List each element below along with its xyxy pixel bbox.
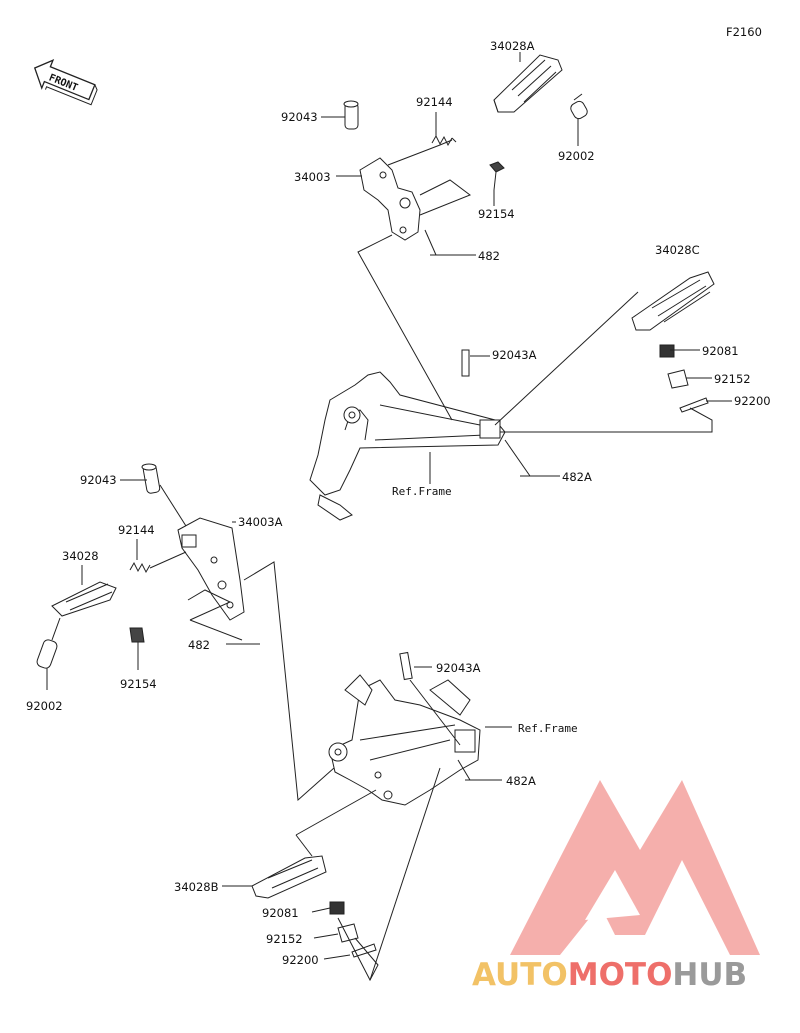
label-92200-top: 92200 [734,394,771,408]
spring-92081-bottom [329,901,345,915]
bracket-34003 [359,157,421,241]
pin-92043-top [343,100,359,130]
pin-92043-left [141,463,161,494]
cotter-92200-bottom [351,943,377,958]
pivot-92152-top [667,369,689,389]
watermark-auto: AUTO [472,957,568,993]
label-92081-bottom: 92081 [262,906,299,920]
watermark-logo-icon [510,780,760,955]
bolt-92154-top [489,161,505,191]
label-34028: 34028 [62,549,99,563]
footpeg-34028B [251,855,327,899]
footpeg-34028C [631,271,715,331]
label-92043-left: 92043 [80,473,117,487]
label-34003: 34003 [294,170,331,184]
label-92200-bottom: 92200 [282,953,319,967]
label-482-left: 482 [188,638,210,652]
label-refframe-top: Ref.Frame [392,485,452,498]
label-92002-top: 92002 [558,149,595,163]
bolt-92002-top [570,93,588,120]
watermark-text: AUTOMOTOHUB [472,957,747,993]
label-92152-bottom: 92152 [266,932,303,946]
label-92081-top: 92081 [702,344,739,358]
spring-92144-left [129,561,151,574]
label-92043A-bottom: 92043A [436,661,481,675]
front-arrow-icon: FRONT [33,59,98,106]
label-34028B: 34028B [174,880,219,894]
bracket-34003A [177,517,245,621]
label-92154-top: 92154 [478,207,515,221]
pin-92043A-bottom [399,651,413,681]
label-34028C: 34028C [655,243,700,257]
spring-92081-top [659,344,675,358]
leader-lines [46,52,732,982]
label-92043-top: 92043 [281,110,318,124]
label-refframe-bottom: Ref.Frame [518,722,578,735]
frame-bottom [328,674,481,806]
cotter-92200-top [679,397,709,413]
pivot-92152-bottom [337,923,359,943]
label-34028A: 34028A [490,39,535,53]
pin-92043A-top [461,349,470,377]
label-92144-top: 92144 [416,95,453,109]
footpeg-34028 [51,581,117,617]
label-482A-top: 482A [562,470,592,484]
part-labels: 34028A 92043 92144 92002 34003 92154 482… [26,39,771,967]
label-92043A-top: 92043A [492,348,537,362]
bolt-92154-left [129,627,145,650]
figure-code: F2160 [726,25,762,39]
watermark-moto: MOTO [568,957,673,993]
footpeg-34028A [493,54,563,113]
label-92144-left: 92144 [118,523,155,537]
label-482A-bottom: 482A [506,774,536,788]
label-92154-left: 92154 [120,677,157,691]
label-92152-top: 92152 [714,372,751,386]
bolt-92002-left [36,639,58,669]
label-34003A: 34003A [238,515,283,529]
label-482-top: 482 [478,249,500,263]
spring-92144-top [431,134,457,147]
watermark-hub: HUB [672,957,747,993]
label-92002-left: 92002 [26,699,63,713]
